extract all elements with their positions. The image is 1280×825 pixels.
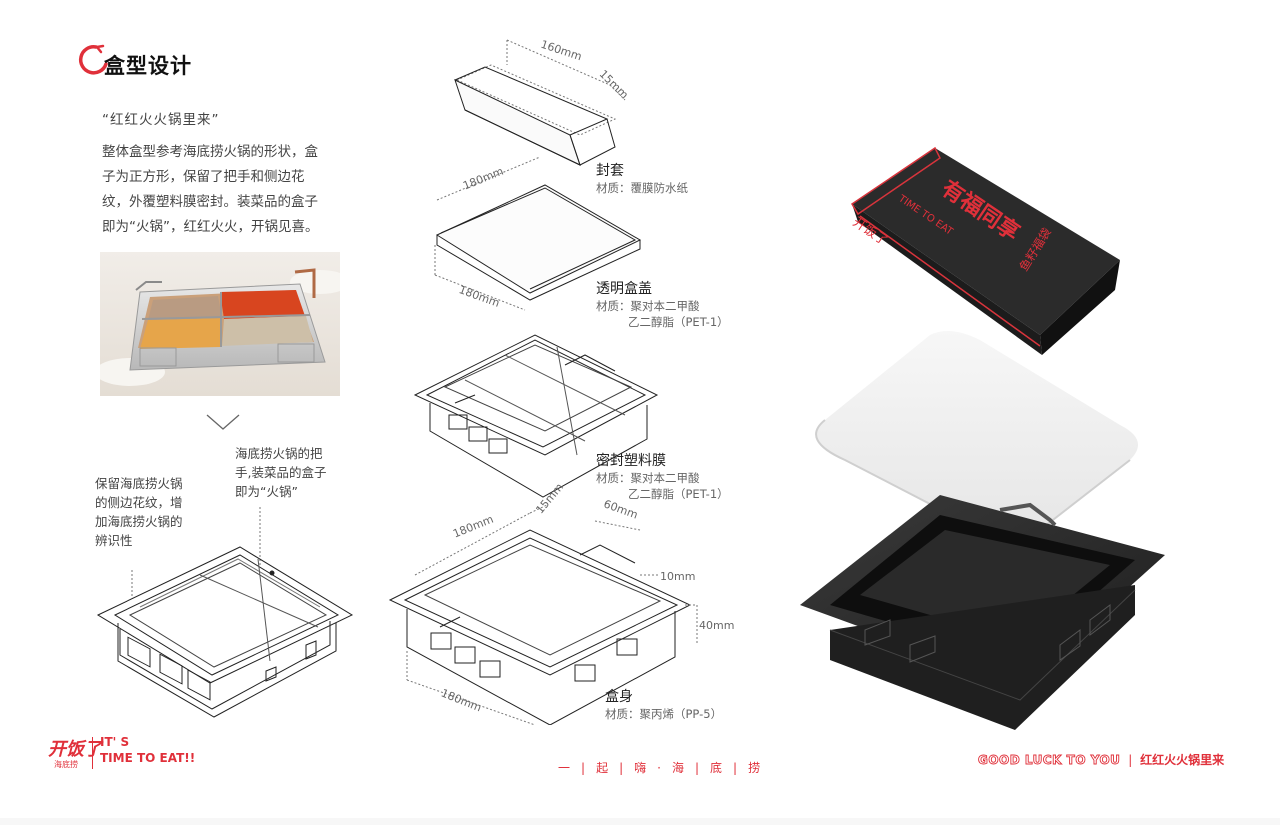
component-material: 乙二醇脂（PET-1） <box>628 315 729 329</box>
title-swirl-icon <box>78 44 108 75</box>
slogan-char: 捞 <box>748 761 772 775</box>
component-material: 乙二醇脂（PET-1） <box>628 487 729 501</box>
note-line: 即为“火锅” <box>235 484 298 499</box>
footer-right-text: 红红火火锅里来 <box>1140 753 1225 767</box>
slogan-sep: | <box>619 761 635 775</box>
footer-logo-sub: 海底捞 <box>54 760 78 769</box>
slogan-sep: | <box>694 761 711 775</box>
slogan-sep: | <box>733 761 749 775</box>
handle-note: 海底捞火锅的把 手,装菜品的盒子 即为“火锅” <box>235 444 326 501</box>
component-name: 密封塑料膜 <box>596 453 666 469</box>
pattern-note: 保留海底捞火锅 的侧边花纹，增 加海底捞火锅的 辨识性 <box>95 474 183 550</box>
note-line: 加海底捞火锅的 <box>95 514 183 529</box>
component-material: 材质：聚对本二甲酸 <box>596 471 700 485</box>
footer-good-luck: GOOD LUCK TO YOU <box>978 753 1121 768</box>
footer-right-slogan: GOOD LUCK TO YOU | 红红火火锅里来 <box>978 751 1225 768</box>
footer-separator: | <box>1128 753 1133 767</box>
footer-divider <box>92 737 93 769</box>
intro-line: 纹，外覆塑料膜密封。装菜品的盒子 <box>102 194 318 210</box>
slogan-sep: | <box>581 761 597 775</box>
slogan-char: · <box>657 761 672 775</box>
component-name: 透明盒盖 <box>596 281 652 297</box>
dim-handle-height: 10mm <box>660 570 696 583</box>
intro-line: 整体盒型参考海底捞火锅的形状，盒 <box>102 144 318 160</box>
component-name: 封套 <box>596 163 624 179</box>
note-line: 辨识性 <box>95 533 133 548</box>
footer-logo: 开饭了 <box>48 739 102 760</box>
exploded-view-drawing <box>388 39 698 725</box>
note-line: 保留海底捞火锅 <box>95 476 183 491</box>
component-name: 盒身 <box>605 689 633 705</box>
product-render: 开饭了 TIME TO EAT 有福同享 鱼籽福袋 <box>800 146 1165 730</box>
component-material: 材质：覆膜防水纸 <box>596 181 688 195</box>
component-film: 密封塑料膜 材质：聚对本二甲酸 乙二醇脂（PET-1） <box>596 450 729 502</box>
intro-line: 子为正方形，保留了把手和侧边花 <box>102 169 305 185</box>
intro-quote: “红红火火锅里来” <box>102 112 220 128</box>
slogan-char: 底 <box>710 761 734 775</box>
component-material: 材质：聚对本二甲酸 <box>596 299 700 313</box>
note-line: 手,装菜品的盒子 <box>235 465 327 480</box>
slogan-char: 起 <box>596 761 620 775</box>
intro-description: 整体盒型参考海底捞火锅的形状，盒 子为正方形，保留了把手和侧边花 纹，外覆塑料膜… <box>102 140 352 240</box>
chevron-down-icon <box>206 414 240 430</box>
component-lid: 透明盒盖 材质：聚对本二甲酸 乙二醇脂（PET-1） <box>596 278 729 330</box>
dim-body-height: 40mm <box>699 619 735 632</box>
assembled-box-drawing <box>96 507 354 718</box>
bottom-strip <box>0 818 1280 825</box>
footer-its: IT' S <box>100 735 130 749</box>
component-material: 材质：聚丙烯（PP-5） <box>605 707 723 721</box>
page-title: 盒型设计 <box>104 54 192 78</box>
slogan-char: 海 <box>671 761 695 775</box>
intro-line: 即为“火锅”，红红火火，开锅见喜。 <box>102 219 319 235</box>
component-body: 盒身 材质：聚丙烯（PP-5） <box>605 686 722 722</box>
slogan-char: 嗨 <box>634 761 658 775</box>
note-line: 海底捞火锅的把 <box>235 446 323 461</box>
footer-middle-slogan: 一|起|嗨·海|底|捞 <box>558 759 771 776</box>
footer-time-to-eat: TIME TO EAT!! <box>100 751 196 765</box>
note-line: 的侧边花纹，增 <box>95 495 183 510</box>
slogan-char: 一 <box>558 761 582 775</box>
component-sleeve: 封套 材质：覆膜防水纸 <box>596 160 688 196</box>
hotpot-photo <box>100 252 340 396</box>
